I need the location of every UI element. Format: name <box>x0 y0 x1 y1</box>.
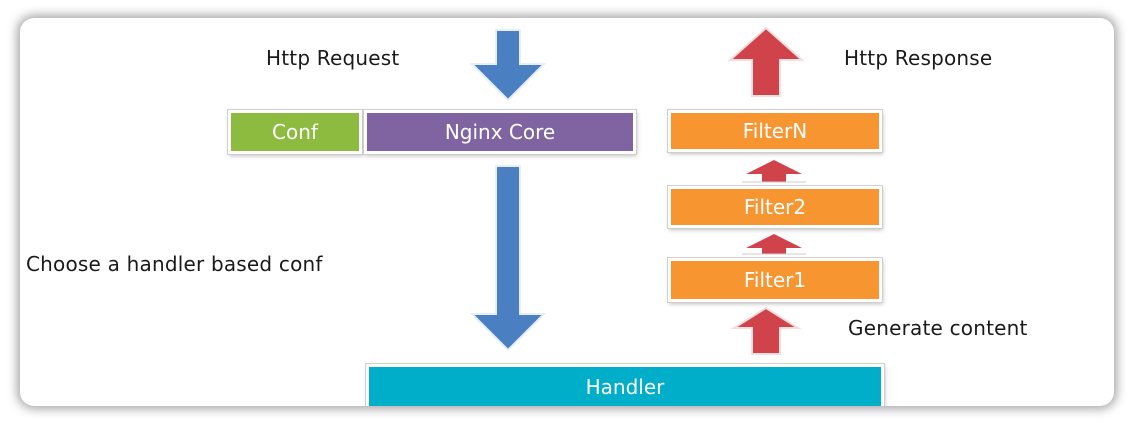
generate-content-label: Generate content <box>848 316 1028 340</box>
conf-node: Conf <box>228 110 362 154</box>
request-arrow-icon <box>469 29 547 102</box>
diagram-frame: Http Request Http Response Choose a hand… <box>20 18 1114 406</box>
response-arrow-icon <box>727 26 805 97</box>
filter-n-node: FilterN <box>668 110 882 152</box>
dispatch-arrow-icon <box>469 165 547 352</box>
filter1-to-filter2-arrow-icon <box>742 234 806 255</box>
filter-2-node: Filter2 <box>668 186 882 228</box>
handler-node: Handler <box>366 364 884 406</box>
http-request-label: Http Request <box>266 46 400 70</box>
http-response-label: Http Response <box>844 46 993 70</box>
generate-content-arrow-icon <box>730 306 802 355</box>
filter2-to-filtern-arrow-icon <box>742 160 806 183</box>
nginx-core-node: Nginx Core <box>364 110 636 154</box>
choose-handler-label: Choose a handler based conf <box>26 252 323 276</box>
filter-1-node: Filter1 <box>668 258 882 302</box>
